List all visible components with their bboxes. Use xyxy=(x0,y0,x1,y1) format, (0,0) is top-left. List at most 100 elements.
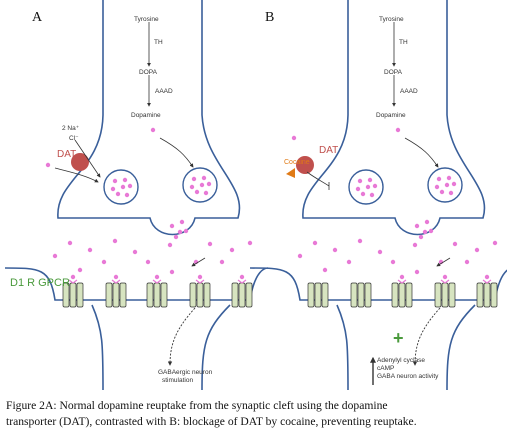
vesicle-dopamine xyxy=(365,184,371,190)
bound-dopamine xyxy=(442,274,448,280)
vesicle-loading-arrow xyxy=(404,137,439,168)
d1-receptor xyxy=(146,274,168,308)
bound-dopamine-mark xyxy=(68,279,78,284)
panel-a-output-line1: GABAergic neuron xyxy=(158,369,213,376)
panel-a-dat-label: DAT xyxy=(57,149,77,160)
d1-receptor xyxy=(476,274,498,308)
vesicle-dopamine xyxy=(355,186,361,192)
panel-b-synapse xyxy=(249,0,507,390)
vesicle-dopamine xyxy=(189,184,195,190)
receptor-helix xyxy=(231,282,239,308)
bound-dopamine xyxy=(197,274,203,280)
sodium-label: 2 Na⁺ xyxy=(62,125,80,132)
releasing-dopamine xyxy=(414,223,420,229)
vesicle-dopamine xyxy=(122,177,128,183)
cleft-dopamine xyxy=(346,259,352,265)
cleft-dopamine xyxy=(219,259,225,265)
cleft-dopamine xyxy=(67,240,73,246)
receptor-helix xyxy=(238,282,246,308)
releasing-dopamine xyxy=(418,234,424,240)
receptor-helix xyxy=(112,282,120,308)
receptor-helix xyxy=(321,282,329,308)
receptor-helix xyxy=(398,282,406,308)
receptor-helix xyxy=(105,282,113,308)
d1-receptor xyxy=(189,274,211,308)
releasing-dopamine xyxy=(183,228,189,234)
cleft-dopamine xyxy=(145,259,151,265)
vesicle-loading-arrow xyxy=(159,137,194,168)
panel-a-output-line2: stimulation xyxy=(162,377,194,384)
cleft-dopamine xyxy=(169,269,175,275)
panel-b-output-line3: GABA neuron activity xyxy=(377,373,439,380)
bound-dopamine-mark xyxy=(397,279,407,284)
receptor-helix xyxy=(307,282,315,308)
cleft-dopamine xyxy=(247,240,253,246)
vesicle-dopamine xyxy=(112,178,118,184)
d1-receptor xyxy=(105,274,127,308)
bound-dopamine xyxy=(484,274,490,280)
receptor-helix xyxy=(391,282,399,308)
panel-a-aaad-label: AAAD xyxy=(155,88,173,95)
receptor-helix xyxy=(434,282,442,308)
receptor-helix xyxy=(441,282,449,308)
cleft-dopamine xyxy=(412,242,418,248)
postsynaptic-membrane-top xyxy=(249,267,507,301)
signal-arrow xyxy=(167,307,196,366)
figure-caption: Figure 2A: Normal dopamine reuptake from… xyxy=(6,398,501,430)
bound-dopamine-mark xyxy=(111,279,121,284)
vesicle-dopamine xyxy=(444,182,450,188)
releasing-dopamine xyxy=(169,223,175,229)
vesicle-dopamine xyxy=(203,190,209,196)
receptor-helix xyxy=(476,282,484,308)
releasing-dopamine xyxy=(179,219,185,225)
blocked-dopamine xyxy=(291,135,297,141)
receptor-helix xyxy=(62,282,70,308)
presynaptic-membrane xyxy=(302,0,486,236)
panel-b-letter: B xyxy=(265,10,275,25)
postsynaptic-dendrite-right xyxy=(201,304,231,390)
release-arrow xyxy=(436,257,451,267)
activation-plus-sign: + xyxy=(393,328,404,348)
postsynaptic-dendrite-left xyxy=(91,304,104,390)
receptor-helix xyxy=(69,282,77,308)
dopamine-synapse-diagram xyxy=(4,0,507,390)
receptor-helix xyxy=(405,282,413,308)
receptor-helix xyxy=(153,282,161,308)
cleft-dopamine xyxy=(474,247,480,253)
panel-a-letter: A xyxy=(32,10,43,25)
cleft-dopamine xyxy=(332,247,338,253)
vesicle-dopamine xyxy=(110,186,116,192)
bound-dopamine xyxy=(113,274,119,280)
postsynaptic-membrane-top xyxy=(4,267,269,301)
vesicle-dopamine xyxy=(206,181,212,187)
panel-b-output-line2: cAMP xyxy=(377,365,395,372)
release-arrow xyxy=(191,257,206,267)
ion-cotransport-arrow xyxy=(74,139,101,178)
panel-b-dopa-label: DOPA xyxy=(384,69,402,76)
panel-b-dopamine-label: Dopamine xyxy=(376,112,406,119)
bound-dopamine xyxy=(239,274,245,280)
cleft-dopamine xyxy=(452,241,458,247)
signal-arrow xyxy=(412,307,441,366)
vesicle-dopamine xyxy=(360,191,366,197)
receptor-helix xyxy=(203,282,211,308)
d1-receptor xyxy=(350,282,372,308)
panel-b-output-line1: Adenylyl cyclase xyxy=(377,357,426,364)
bound-dopamine-mark xyxy=(440,279,450,284)
bound-dopamine xyxy=(154,274,160,280)
panel-a-synapse xyxy=(4,0,269,390)
receptor-helix xyxy=(146,282,154,308)
cleft-dopamine xyxy=(312,240,318,246)
cleft-dopamine xyxy=(464,259,470,265)
vesicle-dopamine xyxy=(357,178,363,184)
caption-line-1: Figure 2A: Normal dopamine reuptake from… xyxy=(6,399,388,412)
chloride-label: Cl⁻ xyxy=(69,135,79,142)
cocaine-icon xyxy=(286,168,295,178)
panel-a-tyrosine-label: Tyrosine xyxy=(134,16,159,23)
bound-dopamine-mark xyxy=(152,279,162,284)
releasing-dopamine xyxy=(428,228,434,234)
panel-b-th-label: TH xyxy=(399,39,408,46)
dopamine-molecule xyxy=(150,127,156,133)
vesicle-dopamine xyxy=(115,191,121,197)
receptor-helix xyxy=(160,282,168,308)
